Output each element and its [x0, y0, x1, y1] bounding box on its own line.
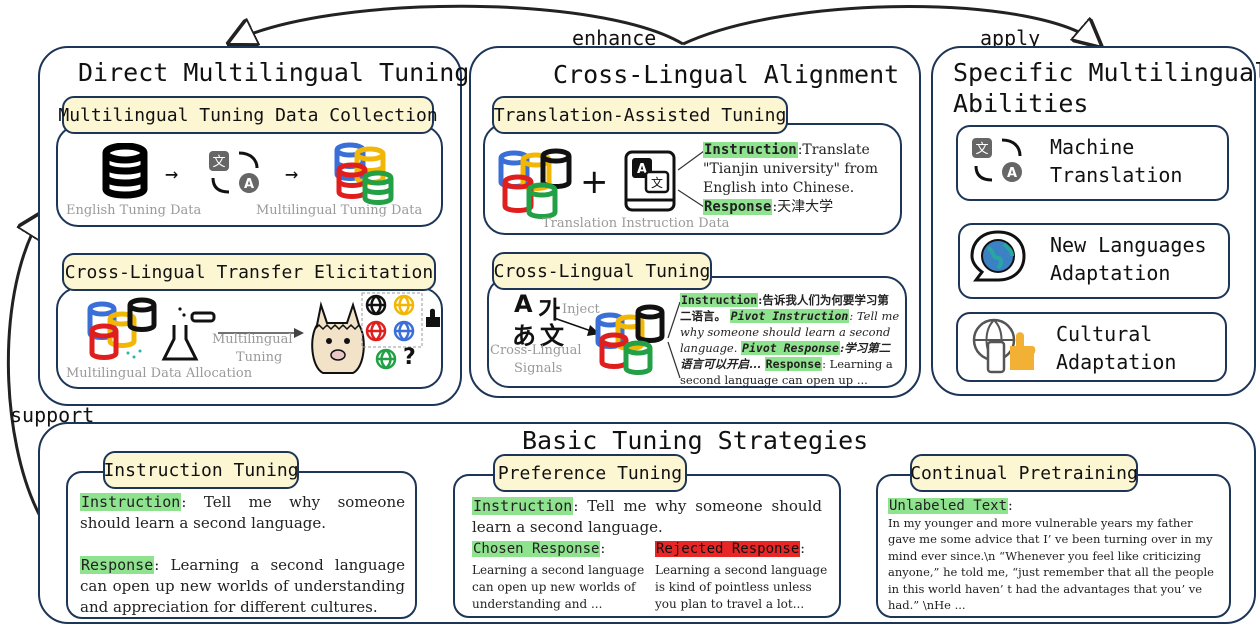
translation-instruction-caption: Translation Instruction Data: [542, 216, 730, 231]
instruction-label: Instruction: [80, 493, 182, 511]
english-database-icon: [102, 143, 148, 199]
preference-instruction: Instruction: Tell me why someone should …: [472, 497, 822, 536]
continual-pretraining-tab: Continual Pretraining: [910, 454, 1138, 492]
cross-panel-title: Cross-Lingual Alignment: [553, 60, 900, 89]
instruction-label: Instruction: [703, 142, 798, 158]
inject-caption: Inject: [562, 302, 600, 317]
multilingual-tuning-data-caption: Multilingual Tuning Data: [256, 203, 423, 218]
question-mark: ?: [403, 345, 416, 370]
cultural-adaptation-label: Cultural Adaptation: [1056, 322, 1177, 374]
translation-example: Instruction:Translate "Tianjin universit…: [703, 142, 878, 215]
tuning-caption-line2: Tuning: [236, 350, 283, 365]
glyph-a: A: [514, 290, 533, 318]
instruction-label: Instruction: [472, 497, 574, 515]
dictionary-icon: A 文: [624, 150, 676, 212]
multilingual-database-icon: [595, 304, 665, 375]
arrow-right-icon: →: [165, 162, 179, 187]
glyph-japanese: あ: [512, 322, 536, 350]
arrow-right-icon: →: [285, 162, 299, 187]
pivot-response-label: Pivot Response: [741, 341, 840, 355]
allocated-database-icon: [87, 297, 157, 360]
svg-text:文: 文: [212, 155, 225, 170]
translate-icon: 文 A: [972, 138, 1022, 182]
bracket-lines: [667, 301, 681, 379]
cross-lingual-example: Instruction:告诉我人们为何要学习第二语言。 Pivot Instru…: [680, 293, 900, 387]
response-label: Response: [80, 556, 155, 574]
globes-icon: [361, 292, 440, 370]
signals-caption-line2: Signals: [514, 361, 563, 376]
data-allocation-caption: Multilingual Data Allocation: [66, 366, 253, 381]
bracket-lines: [677, 150, 705, 208]
preference-tuning-tab: Preference Tuning: [493, 454, 687, 492]
transfer-elicitation-tab: Cross-Lingual Transfer Elicitation: [62, 253, 436, 291]
glyph-chinese: 文: [540, 322, 564, 350]
pivot-instruction-label: Pivot Instruction: [729, 309, 850, 323]
specific-title-line2: Abilities: [953, 89, 1089, 118]
tuning-arrow: [218, 328, 304, 338]
svg-text:A: A: [637, 162, 647, 177]
direct-panel-title: Direct Multilingual Tuning: [78, 58, 470, 87]
unlabeled-text-label: Unlabeled Text: [888, 498, 1009, 514]
signals-caption-line1: Cross-Lingual: [490, 343, 582, 358]
chosen-response-label: Chosen Response: [472, 541, 601, 557]
machine-translation-card: [956, 125, 1229, 201]
rejected-response-label: Rejected Response: [655, 541, 801, 557]
chosen-response: Chosen Response: Learning a second langu…: [472, 541, 645, 611]
llama-icon: [311, 301, 365, 374]
plus-sign: +: [580, 162, 609, 202]
svg-text:文: 文: [975, 142, 988, 157]
translate-icon: 文 A: [209, 151, 259, 194]
data-collection-tab: Multilingual Tuning Data Collection: [58, 96, 438, 134]
multilingual-database-icon: [498, 148, 572, 219]
svg-text:A: A: [244, 177, 254, 192]
cross-lingual-tuning-tab: Cross-Lingual Tuning: [492, 252, 712, 290]
culture-icon: [972, 318, 1036, 374]
response-label: Response: [703, 199, 773, 215]
new-languages-label: New Languages Adaptation: [1050, 233, 1207, 285]
globe-chat-icon: [970, 230, 1026, 282]
basic-panel-title: Basic Tuning Strategies: [522, 426, 869, 455]
machine-translation-label: Machine Translation: [1050, 135, 1183, 187]
tuning-caption-line1: Multilingual: [212, 332, 293, 347]
multilingual-database-icon: [334, 142, 394, 205]
continual-pretraining-example: Unlabeled Text: In my younger and more v…: [888, 498, 1214, 612]
translation-assisted-tab: Translation-Assisted Tuning: [492, 96, 788, 134]
rejected-response: Rejected Response: Learning a second lan…: [655, 541, 828, 611]
response-label: Response: [764, 357, 823, 371]
svg-text:A: A: [1007, 166, 1017, 181]
flask-icon: [161, 307, 216, 361]
svg-text:文: 文: [651, 175, 663, 190]
english-tuning-data-caption: English Tuning Data: [66, 203, 202, 218]
specific-title-line1: Specific Multilingual: [953, 58, 1260, 87]
instruction-tuning-example: Instruction: Tell me why someone should …: [80, 493, 405, 616]
instruction-label: Instruction: [680, 293, 759, 307]
instruction-tuning-tab: Instruction Tuning: [103, 451, 299, 489]
glyph-korean: 가: [538, 296, 561, 324]
